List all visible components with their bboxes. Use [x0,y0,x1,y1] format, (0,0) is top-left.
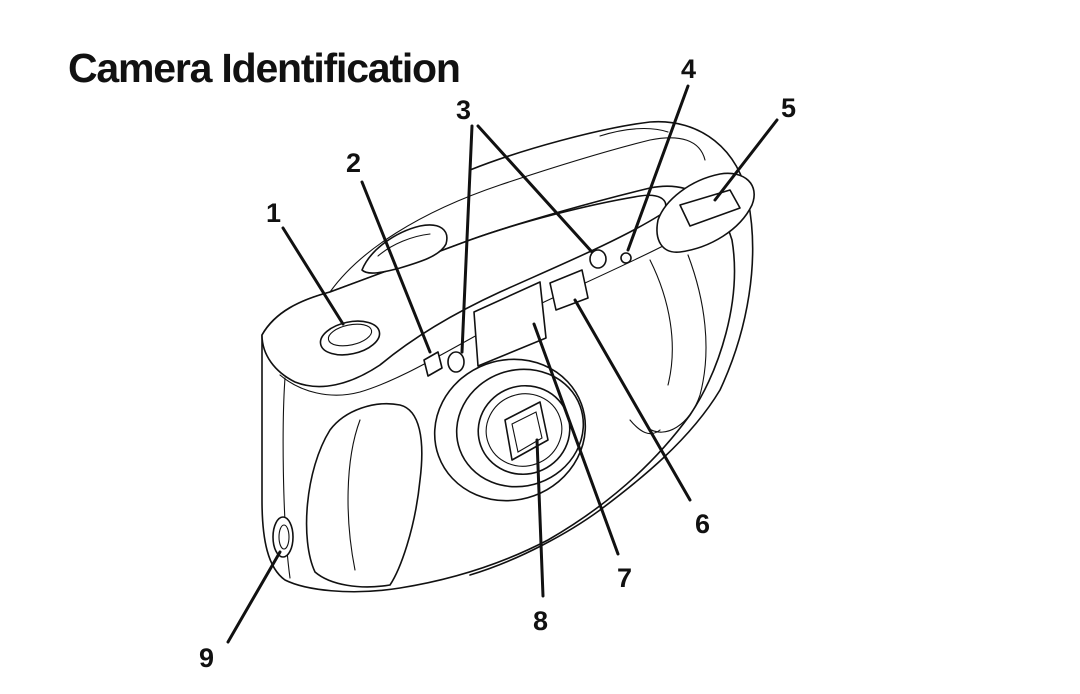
lens-assembly [433,358,587,502]
autofocus-window [473,281,547,367]
flash-window [549,269,589,311]
page-title: Camera Identification [68,45,461,91]
leader-6 [573,298,692,502]
callout-numbers: 1 2 3 4 5 6 7 8 9 [199,54,796,673]
callout-9: 9 [199,643,214,673]
leader-2 [360,180,432,354]
callout-8: 8 [533,606,548,636]
callout-3: 3 [456,95,471,125]
callout-1: 1 [266,198,281,228]
sensor-window [423,351,443,377]
callout-5: 5 [781,93,796,123]
shutter-button [319,320,381,356]
callout-7: 7 [617,563,632,593]
leader-3b [476,124,594,254]
viewfinder [656,172,755,253]
leader-8 [535,438,545,598]
callout-6: 6 [695,509,710,539]
sensor-dots [447,249,607,373]
leader-9 [226,550,282,644]
callout-2: 2 [346,148,361,178]
leader-1 [281,226,345,326]
strap-lug [272,516,294,558]
leader-4 [626,84,690,252]
leader-3a [460,124,474,354]
leader-7 [532,322,620,556]
callout-4: 4 [681,54,696,84]
indicator-dot [620,252,632,264]
leader-5 [713,118,779,202]
leader-lines [226,84,779,644]
